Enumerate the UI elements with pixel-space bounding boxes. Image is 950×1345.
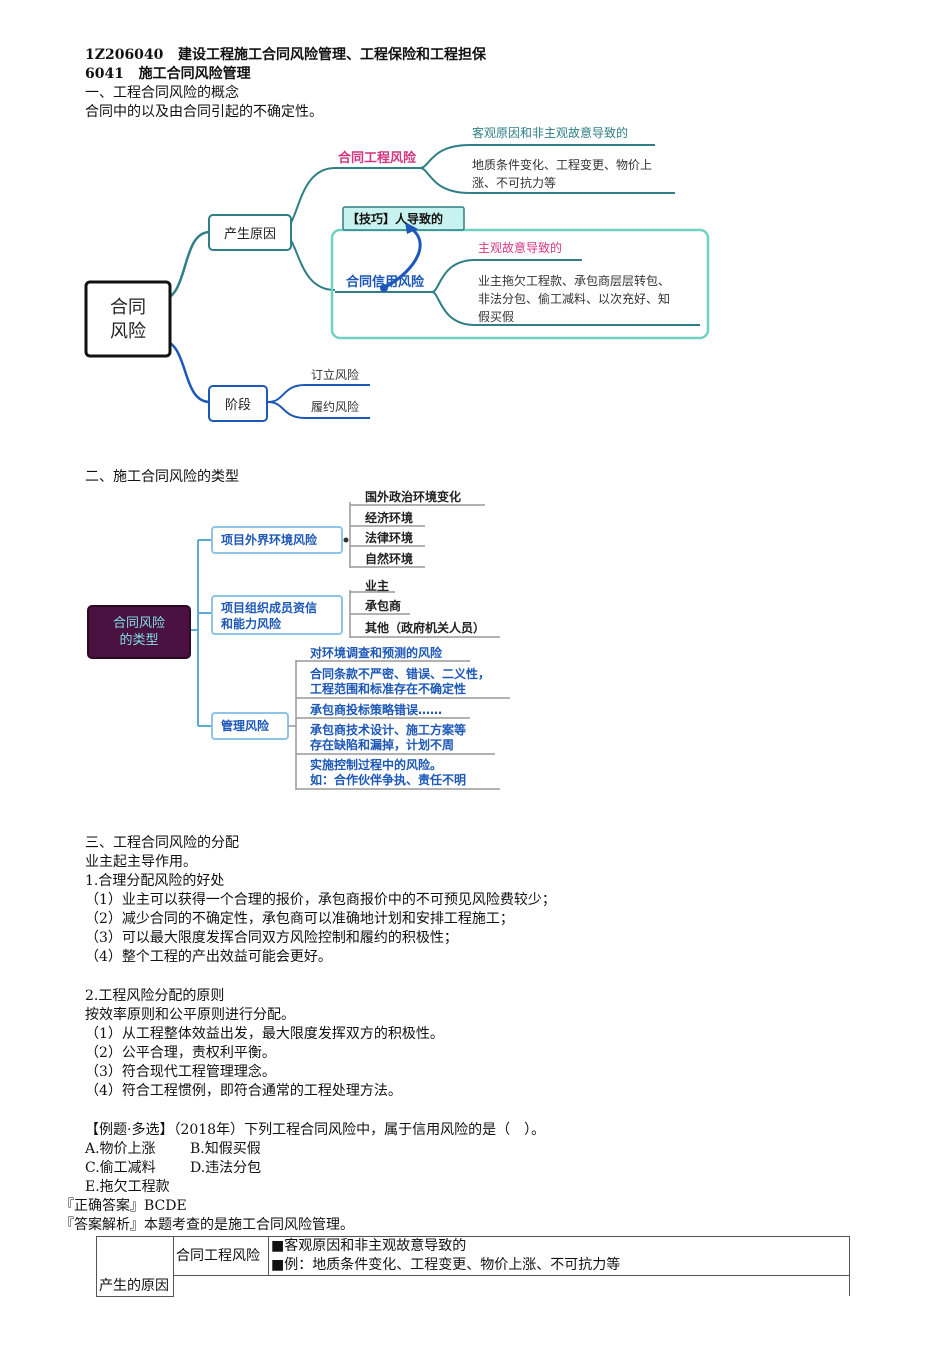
env-risk-box — [211, 526, 343, 554]
sign-risk-label: 订立风险 — [311, 367, 359, 382]
types-center-line-1: 合同风险 — [113, 616, 165, 631]
credit-risk-group — [330, 228, 710, 340]
option-a: A.物价上涨 — [85, 1141, 156, 1157]
credit-risk-label: 合同信用风险 — [346, 274, 425, 290]
org-risk-line-2: 和能力风险 — [220, 616, 282, 631]
section-heading: 6041 施工合同风险管理 — [85, 65, 251, 84]
section-title: 施工合同风险管理 — [138, 66, 251, 82]
tip-box — [342, 206, 465, 231]
subjective-example-2: 非法分包、偷工减料、以次充好、知 — [478, 291, 670, 306]
center-line-2: 风险 — [110, 321, 146, 342]
option-d: D.违法分包 — [190, 1160, 262, 1176]
org-item-2: 承包商 — [365, 598, 401, 613]
benefit-1: （1）业主可以获得一个合理的报价，承包商报价中的不可预见风险费较少； — [85, 892, 556, 908]
subjective-label: 主观故意导致的 — [478, 240, 562, 255]
mgmt-item-4a: 承包商技术设计、施工方案等 — [310, 722, 466, 737]
mgmt-item-4b: 存在缺陷和漏掉，计划不周 — [309, 737, 454, 752]
answer-analysis: 『答案解析』本题考查的是施工合同风险管理。 — [60, 1217, 354, 1233]
env-item-3: 法律环境 — [365, 530, 413, 545]
benefit-title: 1.合理分配风险的好处 — [85, 873, 225, 889]
mgmt-item-3: 承包商投标策略错误…… — [310, 702, 442, 717]
chapter-heading: 1Z206040 建设工程施工合同风险管理、工程保险和工程担保 — [85, 46, 486, 65]
org-risk-line-1: 项目组织成员资信 — [221, 600, 317, 615]
env-risk-label: 项目外界环境风险 — [221, 532, 318, 547]
perform-risk-label: 履约风险 — [311, 399, 359, 414]
mgmt-item-5a: 实施控制过程中的风险。 — [310, 757, 442, 772]
org-item-1: 业主 — [365, 578, 389, 593]
s1-text: 合同中的以及由合同引起的不确定性。 — [85, 104, 323, 120]
stage-label: 阶段 — [225, 398, 251, 413]
correct-answer: 『正确答案』BCDE — [60, 1198, 187, 1214]
detail-line-2: ■例：地质条件变化、工程变更、物价上涨、不可抗力等 — [271, 1257, 621, 1273]
s3-lead: 业主起主导作用。 — [85, 854, 197, 870]
option-c: C.偷工减料 — [85, 1160, 156, 1176]
cell-cause: 产生的原因 — [96, 1236, 174, 1297]
stage-node-box — [208, 385, 268, 422]
chapter-title: 建设工程施工合同风险管理、工程保险和工程担保 — [178, 47, 487, 63]
env-item-2: 经济环境 — [365, 510, 413, 525]
cell-engineering-detail: ■客观原因和非主观故意导致的 ■例：地质条件变化、工程变更、物价上涨、不可抗力等 — [268, 1236, 850, 1276]
objective-example-1: 地质条件变化、工程变更、物价上 — [472, 157, 652, 172]
cause-node-box — [208, 214, 292, 251]
subjective-example-3: 假买假 — [478, 310, 514, 324]
env-item-1: 国外政治环境变化 — [365, 489, 461, 504]
org-risk-box — [211, 595, 343, 635]
chapter-code: 1Z206040 — [85, 47, 164, 63]
objective-example-2: 涨、不可抗力等 — [472, 175, 556, 190]
section-code: 6041 — [85, 66, 124, 82]
s2-heading: 二、施工合同风险的类型 — [85, 469, 239, 485]
detail-line-1: ■客观原因和非主观故意导致的 — [271, 1238, 467, 1254]
mgmt-item-5b: 如：合作伙伴争执、责任不明 — [310, 772, 466, 787]
objective-label: 客观原因和非主观故意导致的 — [472, 125, 628, 140]
analysis-table: 产生的原因 合同工程风险 ■客观原因和非主观故意导致的 ■例：地质条件变化、工程… — [96, 1236, 850, 1297]
option-e: E.拖欠工程款 — [85, 1179, 170, 1195]
env-item-4: 自然环境 — [365, 551, 413, 566]
s3-heading: 三、工程合同风险的分配 — [85, 835, 239, 851]
subjective-example-1: 业主拖欠工程款、承包商层层转包、 — [478, 273, 670, 288]
types-center-box — [87, 605, 191, 659]
cell-engineering-risk: 合同工程风险 — [173, 1236, 269, 1276]
principle-2: （2）公平合理，责权利平衡。 — [85, 1045, 276, 1061]
s1-heading: 一、工程合同风险的概念 — [85, 85, 239, 101]
principle-3: （3）符合现代工程管理理念。 — [85, 1064, 276, 1080]
center-line-1: 合同 — [110, 297, 146, 318]
cell-next-row — [173, 1275, 850, 1296]
principle-title: 2.工程风险分配的原则 — [85, 988, 225, 1004]
mindmap-risk-concept: 合同 风险 产生原因 阶段 合同工程风险 客观原因和非主观故意导致的 地质条件变… — [84, 125, 710, 422]
tip-label: 【技巧】人导致的 — [347, 211, 443, 226]
mgmt-risk-label: 管理风险 — [221, 718, 270, 733]
types-center-line-2: 的类型 — [119, 632, 158, 648]
benefit-4: （4）整个工程的产出效益可能会更好。 — [85, 949, 332, 965]
benefit-3: （3）可以最大限度发挥合同双方风险控制和履约的积极性； — [85, 930, 458, 946]
principle-4: （4）符合工程惯例，即符合通常的工程处理方法。 — [85, 1083, 402, 1099]
mgmt-item-2a: 合同条款不严密、错误、二义性， — [310, 666, 490, 681]
mgmt-item-2b: 工程范围和标准存在不确定性 — [310, 681, 466, 696]
org-item-3: 其他（政府机关人员） — [365, 620, 485, 635]
cause-label: 产生原因 — [224, 227, 276, 242]
principle-lead: 按效率原则和公平原则进行分配。 — [85, 1007, 295, 1023]
principle-1: （1）从工程整体效益出发，最大限度发挥双方的积极性。 — [85, 1026, 444, 1042]
tip-arrow — [383, 226, 422, 290]
example-question: 【例题·多选】（2018年）下列工程合同风险中，属于信用风险的是（ ）。 — [85, 1122, 546, 1138]
mgmt-item-1: 对环境调查和预测的风险 — [310, 645, 443, 660]
engineering-risk-label: 合同工程风险 — [338, 150, 417, 166]
benefit-2: （2）减少合同的不确定性，承包商可以准确地计划和安排工程施工； — [85, 911, 514, 927]
center-node-box — [84, 280, 172, 358]
mindmap-risk-types: 合同风险 的类型 项目外界环境风险 国外政治环境变化 经济环境 法律环境 自然环… — [87, 489, 510, 790]
option-b: B.知假买假 — [190, 1141, 261, 1157]
